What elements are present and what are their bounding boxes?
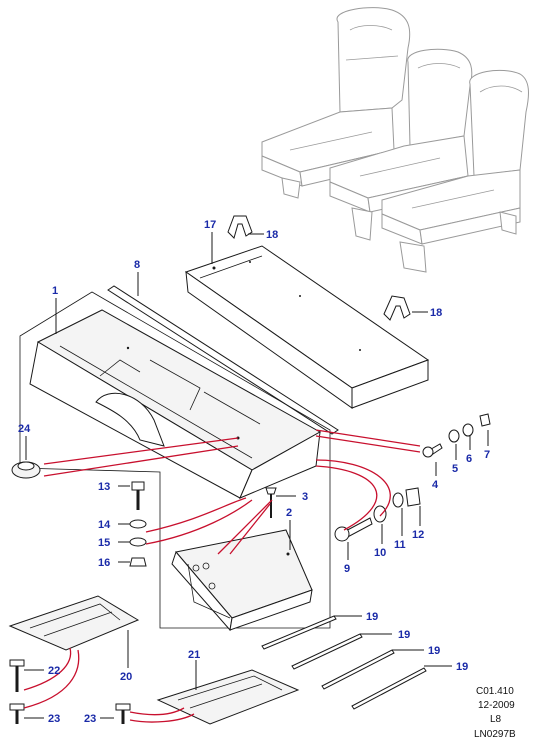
seal-strip — [107, 285, 339, 435]
callout-13: 13 — [98, 481, 110, 493]
storage-tray — [171, 529, 313, 632]
grommet — [11, 461, 41, 479]
reference-block: C01.410 12-2009 L8 LN0297B — [474, 686, 516, 740]
floor-tub — [29, 309, 322, 499]
callout-19-2: 19 — [398, 629, 410, 641]
callout-3: 3 — [302, 491, 308, 503]
callout-19-4: 19 — [456, 661, 468, 673]
callout-2: 2 — [286, 507, 292, 519]
callout-11: 11 — [394, 539, 406, 551]
callout-12: 12 — [412, 529, 424, 541]
reference-date: 12-2009 — [478, 700, 515, 711]
callout-21: 21 — [188, 649, 200, 661]
callouts: 1 2 3 4 5 6 7 8 9 10 11 12 13 14 15 16 1… — [18, 219, 490, 725]
callout-10: 10 — [374, 547, 386, 559]
callout-22: 22 — [48, 665, 60, 677]
rear-seats-illustration — [261, 7, 529, 273]
callout-4: 4 — [432, 479, 439, 491]
callout-8: 8 — [134, 259, 140, 271]
bracket-upper — [227, 215, 253, 239]
mounting-plate-left — [8, 595, 140, 651]
callout-23-left: 23 — [48, 713, 60, 725]
bracket-lower — [383, 295, 411, 321]
reference-code: C01.410 — [476, 686, 514, 697]
callout-5: 5 — [452, 463, 458, 475]
leader-lines — [24, 232, 489, 719]
callout-7: 7 — [484, 449, 490, 461]
callout-19-1: 19 — [366, 611, 378, 623]
callout-14: 14 — [98, 519, 111, 531]
assembly-outline — [19, 291, 331, 629]
fastener-set-right — [334, 413, 491, 542]
reference-model: L8 — [490, 714, 502, 725]
callout-18-upper: 18 — [266, 229, 278, 241]
callout-23-right: 23 — [84, 713, 96, 725]
bolt-set-bottom — [9, 659, 131, 724]
reference-drawing-id: LN0297B — [474, 729, 516, 740]
mounting-plate-right — [156, 669, 300, 725]
callout-9: 9 — [344, 563, 350, 575]
callout-1: 1 — [52, 285, 58, 297]
callout-16: 16 — [98, 557, 110, 569]
callout-20: 20 — [120, 671, 132, 683]
callout-24: 24 — [18, 423, 31, 435]
upper-cover-box — [184, 245, 430, 409]
stud — [265, 487, 277, 518]
callout-6: 6 — [466, 453, 472, 465]
callout-19-3: 19 — [428, 645, 440, 657]
fastener-set-left — [129, 481, 147, 567]
callout-15: 15 — [98, 537, 110, 549]
connector-lines — [23, 429, 421, 723]
callout-17: 17 — [204, 219, 216, 231]
callout-18-lower: 18 — [430, 307, 442, 319]
fixing-strips — [261, 615, 427, 710]
